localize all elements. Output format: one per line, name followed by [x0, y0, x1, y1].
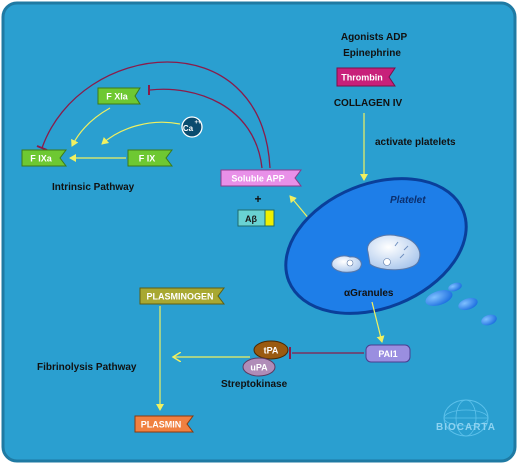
fxia-node[interactable]: F XIa — [97, 87, 141, 105]
epinephrine-label: Epinephrine — [343, 48, 401, 59]
tpa-node[interactable]: tPA — [253, 340, 289, 360]
plasmin-node[interactable]: PLASMIN — [134, 415, 194, 433]
platelet-fragment — [448, 282, 462, 292]
alpha-granule-small[interactable] — [331, 255, 362, 273]
thrombin-label: Thrombin — [341, 73, 383, 83]
granule-to-pai1-arrow — [371, 301, 385, 343]
collagen-label: COLLAGEN IV — [334, 98, 403, 109]
calcium-label: Ca — [183, 124, 194, 133]
fibrinolysis-pathway-label: Fibrinolysis Pathway — [37, 362, 137, 373]
alpha-granule-large[interactable] — [367, 234, 421, 271]
fixa-node[interactable]: F IXa — [21, 149, 67, 167]
inhibit-arc-fixa — [41, 61, 271, 169]
fixa-label: F IXa — [30, 154, 53, 164]
calcium-charge: ++ — [194, 120, 202, 126]
upa-label: uPA — [250, 363, 268, 373]
alpha-granules-label: αGranules — [344, 288, 394, 299]
intrinsic-pathway-label: Intrinsic Pathway — [52, 182, 135, 193]
fix-node[interactable]: F IX — [127, 149, 173, 167]
platelet-fragment — [425, 290, 453, 306]
platelet-label: Platelet — [390, 195, 426, 206]
plasminogen-node[interactable]: PLASMINOGEN — [139, 287, 225, 305]
upa-node[interactable]: uPA — [242, 357, 276, 377]
inhibit-bar-fixa — [36, 145, 48, 151]
pai1-node[interactable]: PAI1 — [365, 344, 411, 363]
biocarta-logo: BIOCARTA — [436, 399, 496, 437]
thrombin-node[interactable]: Thrombin — [336, 67, 396, 87]
fxia-label: F XIa — [106, 92, 129, 102]
plasminogen-label: PLASMINOGEN — [146, 292, 213, 302]
streptokinase-label: Streptokinase — [221, 379, 288, 390]
pai1-label: PAI1 — [378, 349, 397, 359]
agonists-label: Agonists ADP — [341, 32, 408, 43]
abeta-label: Aβ — [245, 214, 257, 224]
fix-label: F IX — [139, 154, 156, 164]
soluble-app-label: Soluble APP — [231, 174, 284, 184]
plus-sign: + — [254, 192, 261, 206]
inhibit-arc-fxia — [149, 88, 263, 169]
abeta-node[interactable]: Aβ — [237, 209, 275, 227]
fxia-catalysis-arrow — [71, 107, 111, 147]
plasmin-label: PLASMIN — [141, 420, 182, 430]
soluble-app-node[interactable]: Soluble APP — [220, 169, 302, 187]
ca-catalysis-arrow — [101, 121, 181, 145]
platelet-fragment — [481, 314, 497, 326]
biocarta-logo-text: BIOCARTA — [436, 422, 496, 433]
platelet-fragment — [458, 297, 478, 311]
activate-platelets-label: activate platelets — [375, 137, 456, 148]
tpa-label: tPA — [264, 346, 279, 356]
calcium-node[interactable]: Ca ++ — [181, 116, 203, 138]
